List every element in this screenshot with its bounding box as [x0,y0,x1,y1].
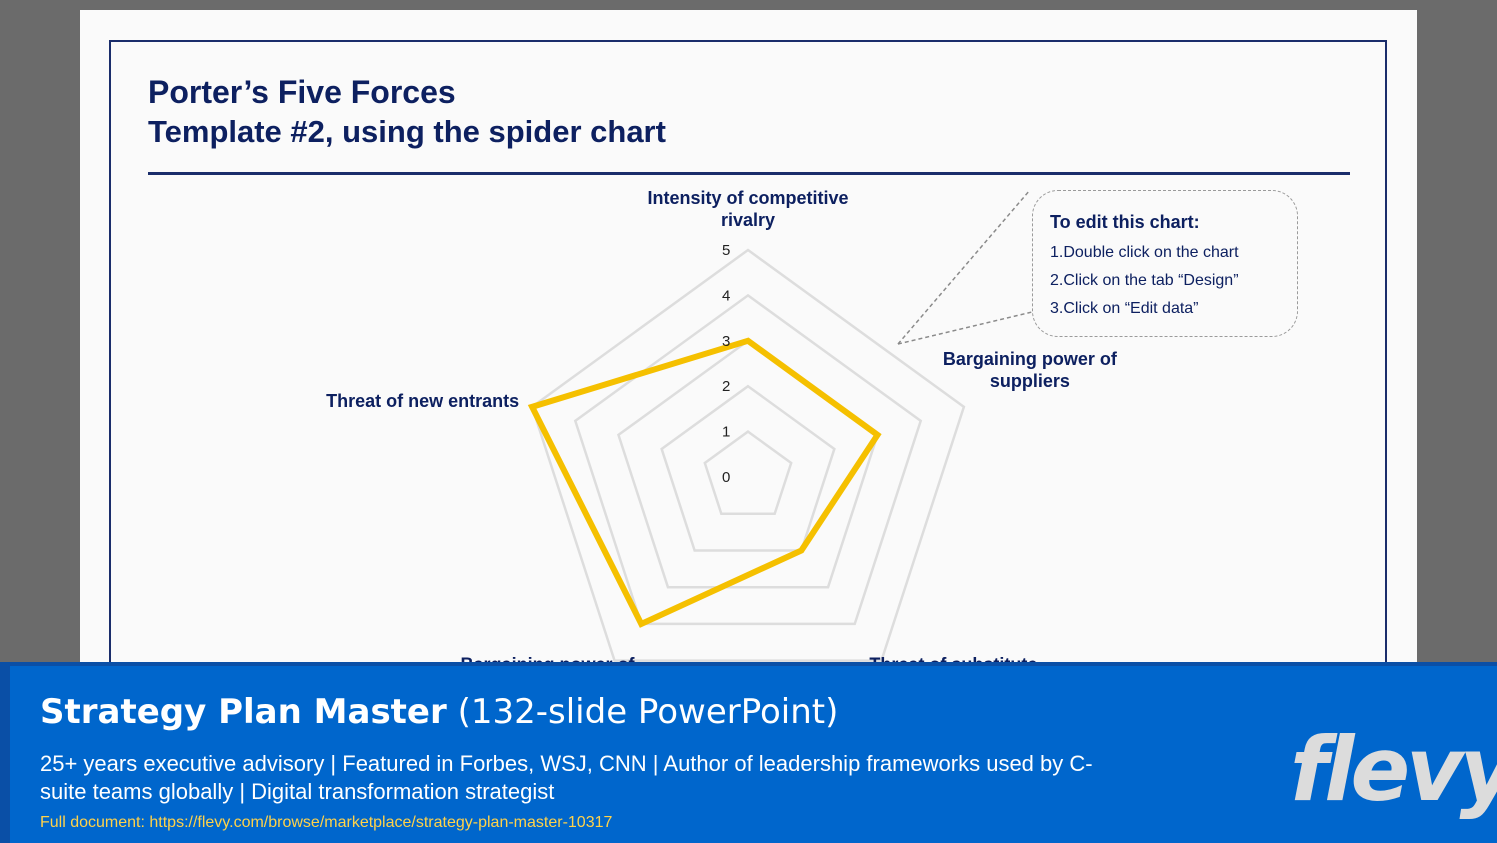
series-line [527,337,882,628]
slide-title: Porter’s Five Forces [148,74,456,110]
callout-step: 2.Click on the tab “Design” [1050,272,1239,289]
tick-label: 4 [722,287,730,304]
grid-ring [660,384,836,552]
banner-title: Strategy Plan Master (132-slide PowerPoi… [40,692,838,732]
axis-label: Threat of new entrants [326,391,519,411]
tick-label: 1 [722,424,730,441]
document-link[interactable]: Full document: https://flevy.com/browse/… [40,814,613,831]
grid-ring [530,248,966,662]
callout-steps: 1.Double click on the chart 2.Click on t… [1050,243,1239,327]
tick-label: 2 [722,378,730,395]
callout-pointer [897,189,1031,345]
banner-title-detail: (132-slide PowerPoint) [446,692,839,732]
data-point [800,549,802,551]
banner-description: 25+ years executive advisory | Featured … [40,751,1093,804]
callout-step: 1.Double click on the chart [1050,244,1239,261]
slide-subtitle: Template #2, using the spider chart [148,114,666,149]
callout-pointer [897,311,1033,345]
callout-title: To edit this chart: [1050,212,1200,232]
data-point [877,434,879,436]
slide-frame [109,40,1387,670]
grid-ring [703,430,793,515]
data-point [747,340,749,342]
data-point [531,406,533,408]
data-point [640,623,642,625]
promo-banner: Strategy Plan Master (132-slide PowerPoi… [0,662,1497,843]
slide: Porter’s Five Forces Template #2, using … [80,10,1417,670]
title-divider [148,172,1350,175]
tick-label: 5 [722,242,730,259]
chart-ticks: 0 1 2 3 4 5 [722,242,730,486]
chart-series [527,337,882,628]
tick-label: 3 [722,333,730,350]
flevy-logo: flevy [1290,718,1497,821]
banner-accent-bar [0,666,10,843]
tick-label: 0 [722,469,730,486]
banner-title-product: Strategy Plan Master [40,692,447,732]
edit-chart-callout: To edit this chart: 1.Double click on th… [1032,190,1298,337]
chart-grid [530,248,966,662]
grid-ring [573,293,923,626]
callout-step: 3.Click on “Edit data” [1050,300,1199,317]
